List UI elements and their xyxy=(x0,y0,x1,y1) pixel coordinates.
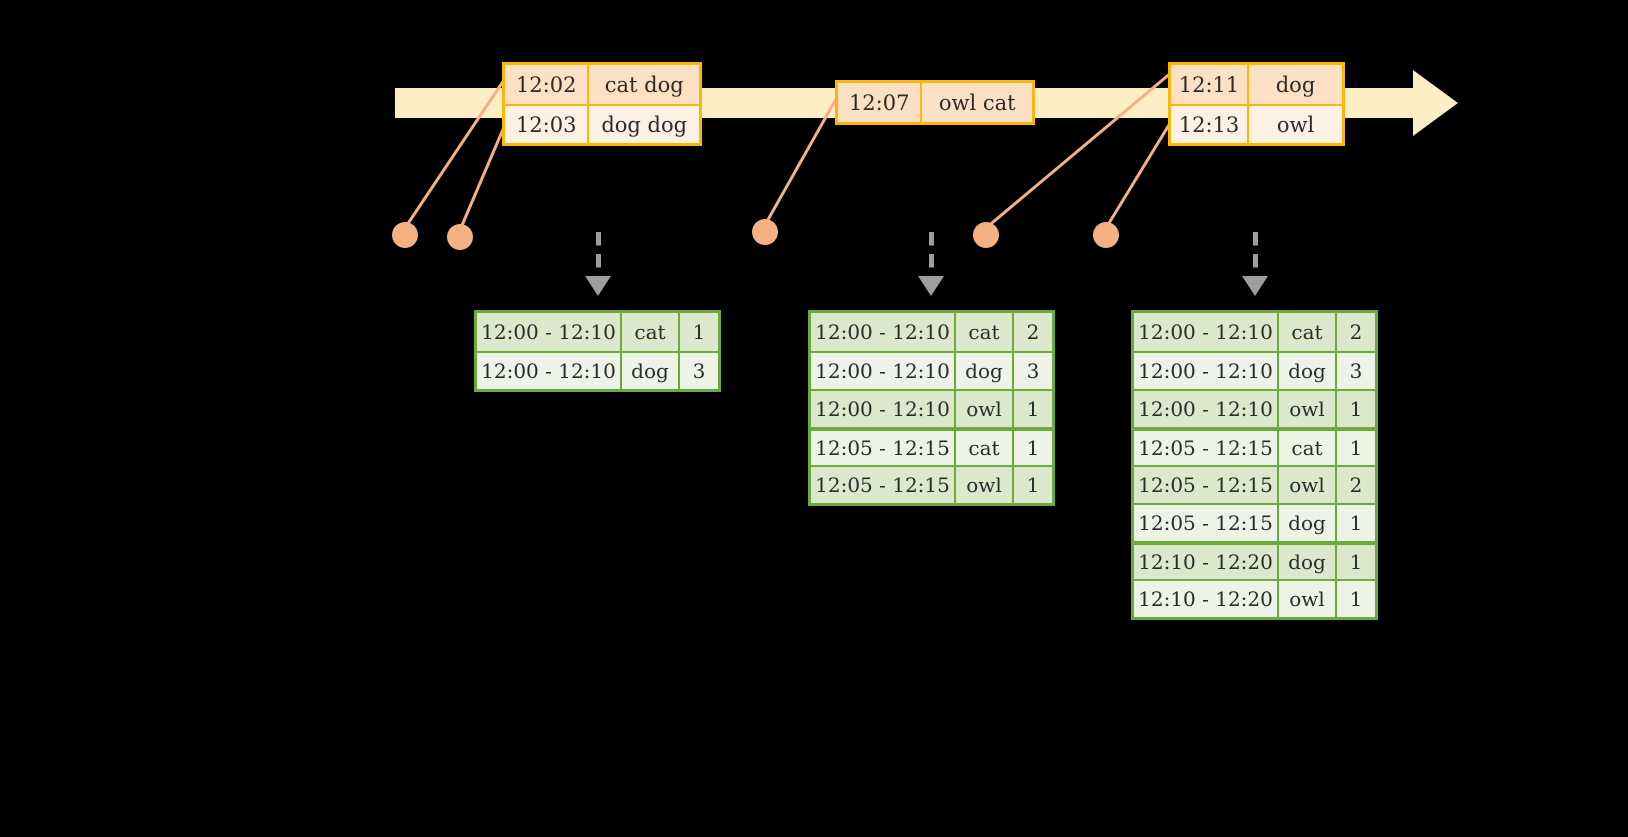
arrow-head-icon xyxy=(918,276,944,296)
event-box-3[interactable]: 12:11 dog 12:13 owl xyxy=(1168,62,1345,146)
event-words: owl cat xyxy=(922,83,1032,122)
event-row: 12:03 dog dog xyxy=(505,104,699,143)
cell-word: owl xyxy=(956,467,1014,503)
cell-word: dog xyxy=(956,353,1014,389)
cell-count: 1 xyxy=(1014,391,1052,427)
line-dot2-to-event1 xyxy=(458,119,509,231)
cell-window: 12:00 - 12:10 xyxy=(811,313,956,351)
cell-window: 12:00 - 12:10 xyxy=(811,391,956,427)
cell-window: 12:00 - 12:10 xyxy=(1134,391,1279,427)
cell-count: 2 xyxy=(1337,467,1375,503)
dot-3 xyxy=(752,219,778,245)
cell-window: 12:05 - 12:15 xyxy=(811,467,956,503)
cell-word: dog xyxy=(622,353,680,389)
event-box-1[interactable]: 12:02 cat dog 12:03 dog dog xyxy=(502,62,702,146)
cell-window: 12:00 - 12:10 xyxy=(1134,313,1279,351)
cell-word: owl xyxy=(1279,391,1337,427)
cell-count: 3 xyxy=(1014,353,1052,389)
cell-window: 12:00 - 12:10 xyxy=(477,313,622,351)
dashed-line xyxy=(1253,232,1258,278)
event-row: 12:11 dog xyxy=(1171,65,1342,104)
event-time: 12:11 xyxy=(1171,65,1249,104)
cell-window: 12:10 - 12:20 xyxy=(1134,545,1279,579)
cell-window: 12:10 - 12:20 xyxy=(1134,581,1279,617)
cell-window: 12:05 - 12:15 xyxy=(1134,505,1279,541)
dot-5 xyxy=(1093,222,1119,248)
dot-1 xyxy=(392,222,418,248)
cell-word: cat xyxy=(1279,431,1337,465)
event-time: 12:13 xyxy=(1171,106,1249,143)
cell-count: 1 xyxy=(1337,581,1375,617)
cell-count: 1 xyxy=(1337,431,1375,465)
cell-count: 1 xyxy=(1014,431,1052,465)
cell-count: 1 xyxy=(1337,391,1375,427)
cell-word: dog xyxy=(1279,545,1337,579)
dashed-line xyxy=(596,232,601,278)
cell-window: 12:00 - 12:10 xyxy=(811,353,956,389)
dot-4 xyxy=(973,222,999,248)
cell-word: dog xyxy=(1279,505,1337,541)
cell-count: 2 xyxy=(1337,313,1375,351)
event-row: 12:02 cat dog xyxy=(505,65,699,104)
event-box-2[interactable]: 12:07 owl cat xyxy=(835,80,1035,125)
event-time: 12:03 xyxy=(505,106,590,143)
cell-window: 12:05 - 12:15 xyxy=(1134,467,1279,503)
event-words: dog dog xyxy=(589,106,699,143)
cell-word: owl xyxy=(1279,467,1337,503)
arrow-head-icon xyxy=(585,276,611,296)
cell-window: 12:00 - 12:10 xyxy=(1134,353,1279,389)
arrow-head-icon xyxy=(1242,276,1268,296)
cell-count: 1 xyxy=(1337,545,1375,579)
event-words: owl xyxy=(1249,106,1342,143)
cell-word: cat xyxy=(956,431,1014,465)
event-row: 12:13 owl xyxy=(1171,104,1342,143)
cell-word: cat xyxy=(622,313,680,351)
cell-count: 1 xyxy=(1014,467,1052,503)
cell-count: 3 xyxy=(680,353,718,389)
cell-window: 12:05 - 12:15 xyxy=(1134,431,1279,465)
cell-count: 2 xyxy=(1014,313,1052,351)
cell-word: dog xyxy=(1279,353,1337,389)
cell-count: 1 xyxy=(1337,505,1375,541)
timeline-arrow-head-icon xyxy=(1413,70,1458,136)
event-time: 12:02 xyxy=(505,65,590,104)
event-row: 12:07 owl cat xyxy=(838,83,1032,122)
line-dot5-to-event3 xyxy=(1104,119,1174,229)
cell-window: 12:05 - 12:15 xyxy=(811,431,956,465)
event-time: 12:07 xyxy=(838,83,923,122)
cell-window: 12:00 - 12:10 xyxy=(477,353,622,389)
cell-word: owl xyxy=(956,391,1014,427)
dot-2 xyxy=(447,224,473,250)
cell-count: 3 xyxy=(1337,353,1375,389)
cell-word: owl xyxy=(1279,581,1337,617)
event-words: cat dog xyxy=(589,65,699,104)
event-words: dog xyxy=(1249,65,1342,104)
dashed-line xyxy=(929,232,934,278)
cell-word: cat xyxy=(1279,313,1337,351)
cell-count: 1 xyxy=(680,313,718,351)
cell-word: cat xyxy=(956,313,1014,351)
